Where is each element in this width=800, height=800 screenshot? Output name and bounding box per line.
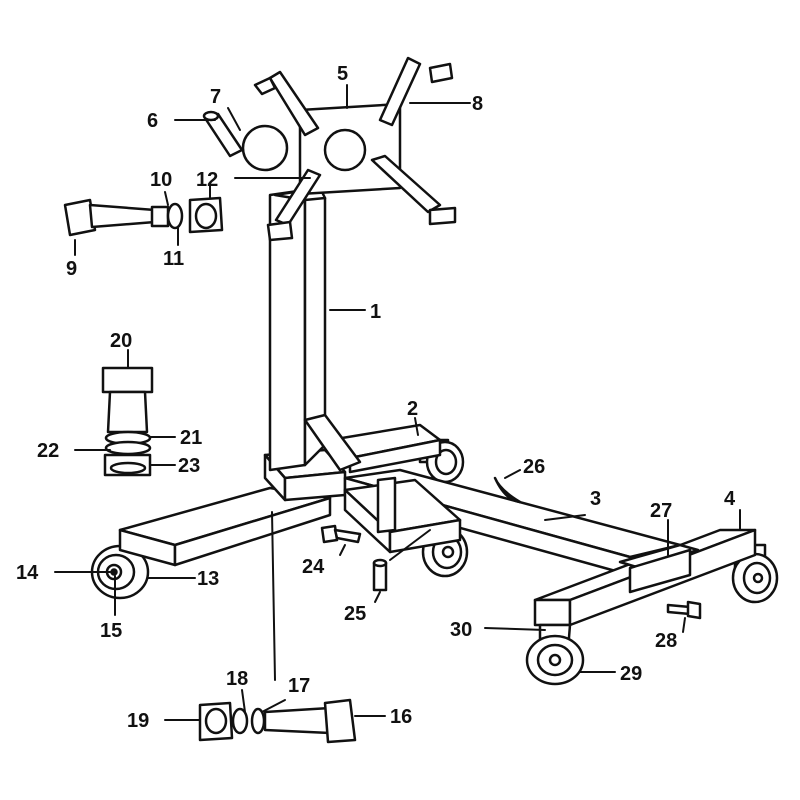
rotating-head xyxy=(241,102,402,196)
upper-screw-assembly xyxy=(63,196,224,237)
label-17: 17 xyxy=(288,675,310,697)
leader-17 xyxy=(261,699,286,713)
label-22: 22 xyxy=(37,440,59,462)
label-10: 10 xyxy=(150,169,172,191)
arm-lower-left xyxy=(266,168,322,242)
label-20: 20 xyxy=(110,330,132,352)
leader-26 xyxy=(504,469,521,479)
label-13: 13 xyxy=(197,568,219,590)
label-23: 23 xyxy=(178,455,200,477)
front-sleeve xyxy=(618,543,700,594)
left-screw-assembly xyxy=(101,366,154,477)
label-6: 6 xyxy=(147,110,158,132)
arm-upper-right xyxy=(378,56,454,127)
label-18: 18 xyxy=(226,668,248,690)
wheel-left-rear xyxy=(90,544,150,600)
label-7: 7 xyxy=(210,86,221,108)
clip-26 xyxy=(493,476,522,504)
bolt-28 xyxy=(666,600,702,620)
column-brace xyxy=(303,413,362,472)
label-30: 30 xyxy=(450,619,472,641)
label-29: 29 xyxy=(620,663,642,685)
leader-28 xyxy=(682,617,686,633)
bolt-24 xyxy=(320,524,362,544)
label-2: 2 xyxy=(407,398,418,420)
label-9: 9 xyxy=(66,258,77,280)
label-3: 3 xyxy=(590,488,601,510)
pin-25 xyxy=(372,558,388,592)
label-26: 26 xyxy=(523,456,545,478)
label-19: 19 xyxy=(127,710,149,732)
leader-7 xyxy=(227,107,241,131)
label-27: 27 xyxy=(650,500,672,522)
label-16: 16 xyxy=(390,706,412,728)
wheel-front xyxy=(525,623,585,686)
label-12: 12 xyxy=(196,169,218,191)
label-25: 25 xyxy=(344,603,366,625)
leader-3 xyxy=(544,514,586,521)
beam-sleeve xyxy=(343,478,462,554)
leader-25 xyxy=(374,591,381,603)
bottom-screw-assembly xyxy=(198,698,357,744)
label-15: 15 xyxy=(100,620,122,642)
label-14: 14 xyxy=(16,562,39,584)
arm-upper-left xyxy=(253,70,320,137)
label-8: 8 xyxy=(472,93,483,115)
leader-30 xyxy=(484,627,546,631)
leader-18 xyxy=(241,689,246,713)
label-4: 4 xyxy=(724,488,736,510)
label-11: 11 xyxy=(163,248,184,270)
leader-10 xyxy=(164,191,169,206)
label-24: 24 xyxy=(302,556,325,578)
label-28: 28 xyxy=(655,630,677,652)
part-labels: 1 2 3 4 5 6 7 8 9 10 11 12 13 14 15 16 1… xyxy=(16,63,736,732)
label-1: 1 xyxy=(370,301,381,323)
label-5: 5 xyxy=(337,63,348,85)
leader-23b xyxy=(271,511,276,681)
label-21: 21 xyxy=(180,427,202,449)
left-leg xyxy=(118,486,332,567)
pin-plate xyxy=(376,476,397,534)
leader-25b xyxy=(389,529,431,561)
arm-pin xyxy=(202,110,244,158)
arm-lower-right xyxy=(370,154,457,226)
leader-24 xyxy=(339,544,346,556)
leader-2 xyxy=(414,417,419,436)
